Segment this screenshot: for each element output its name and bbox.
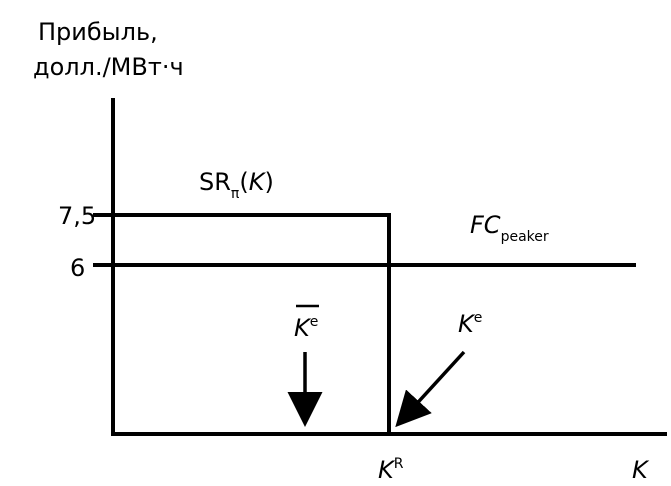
k-e-bar-main: K [294,314,312,342]
k-e-bar-label: Ke [294,314,318,342]
tick-label-6: 6 [70,254,85,282]
sr-main: SR [199,168,231,196]
sr-argument: K [249,168,267,196]
k-e-bar-superscript: e [310,314,319,330]
k-r-label: KR [378,456,404,484]
k-r-superscript: R [394,456,404,472]
k-e-main: K [458,310,476,338]
tick-label-7-5: 7,5 [58,202,96,230]
fc-main: FC [470,211,501,239]
fc-subscript: peaker [501,229,549,245]
sr-curve [111,213,391,436]
sr-subscript: π [231,186,240,202]
y-axis-title-line1: Прибыль, [38,18,158,46]
fc-peaker-label: FCpeaker [470,211,549,245]
y-axis-title-line2: долл./МВт·ч [33,53,184,81]
k-e-label: Ke [458,310,482,338]
k-r-main: K [378,456,396,484]
k-e-arrow [395,350,466,428]
k-e-superscript: e [474,310,483,326]
sr-curve-label: SRπ(K) [199,168,274,202]
x-axis-label: K [632,456,650,484]
